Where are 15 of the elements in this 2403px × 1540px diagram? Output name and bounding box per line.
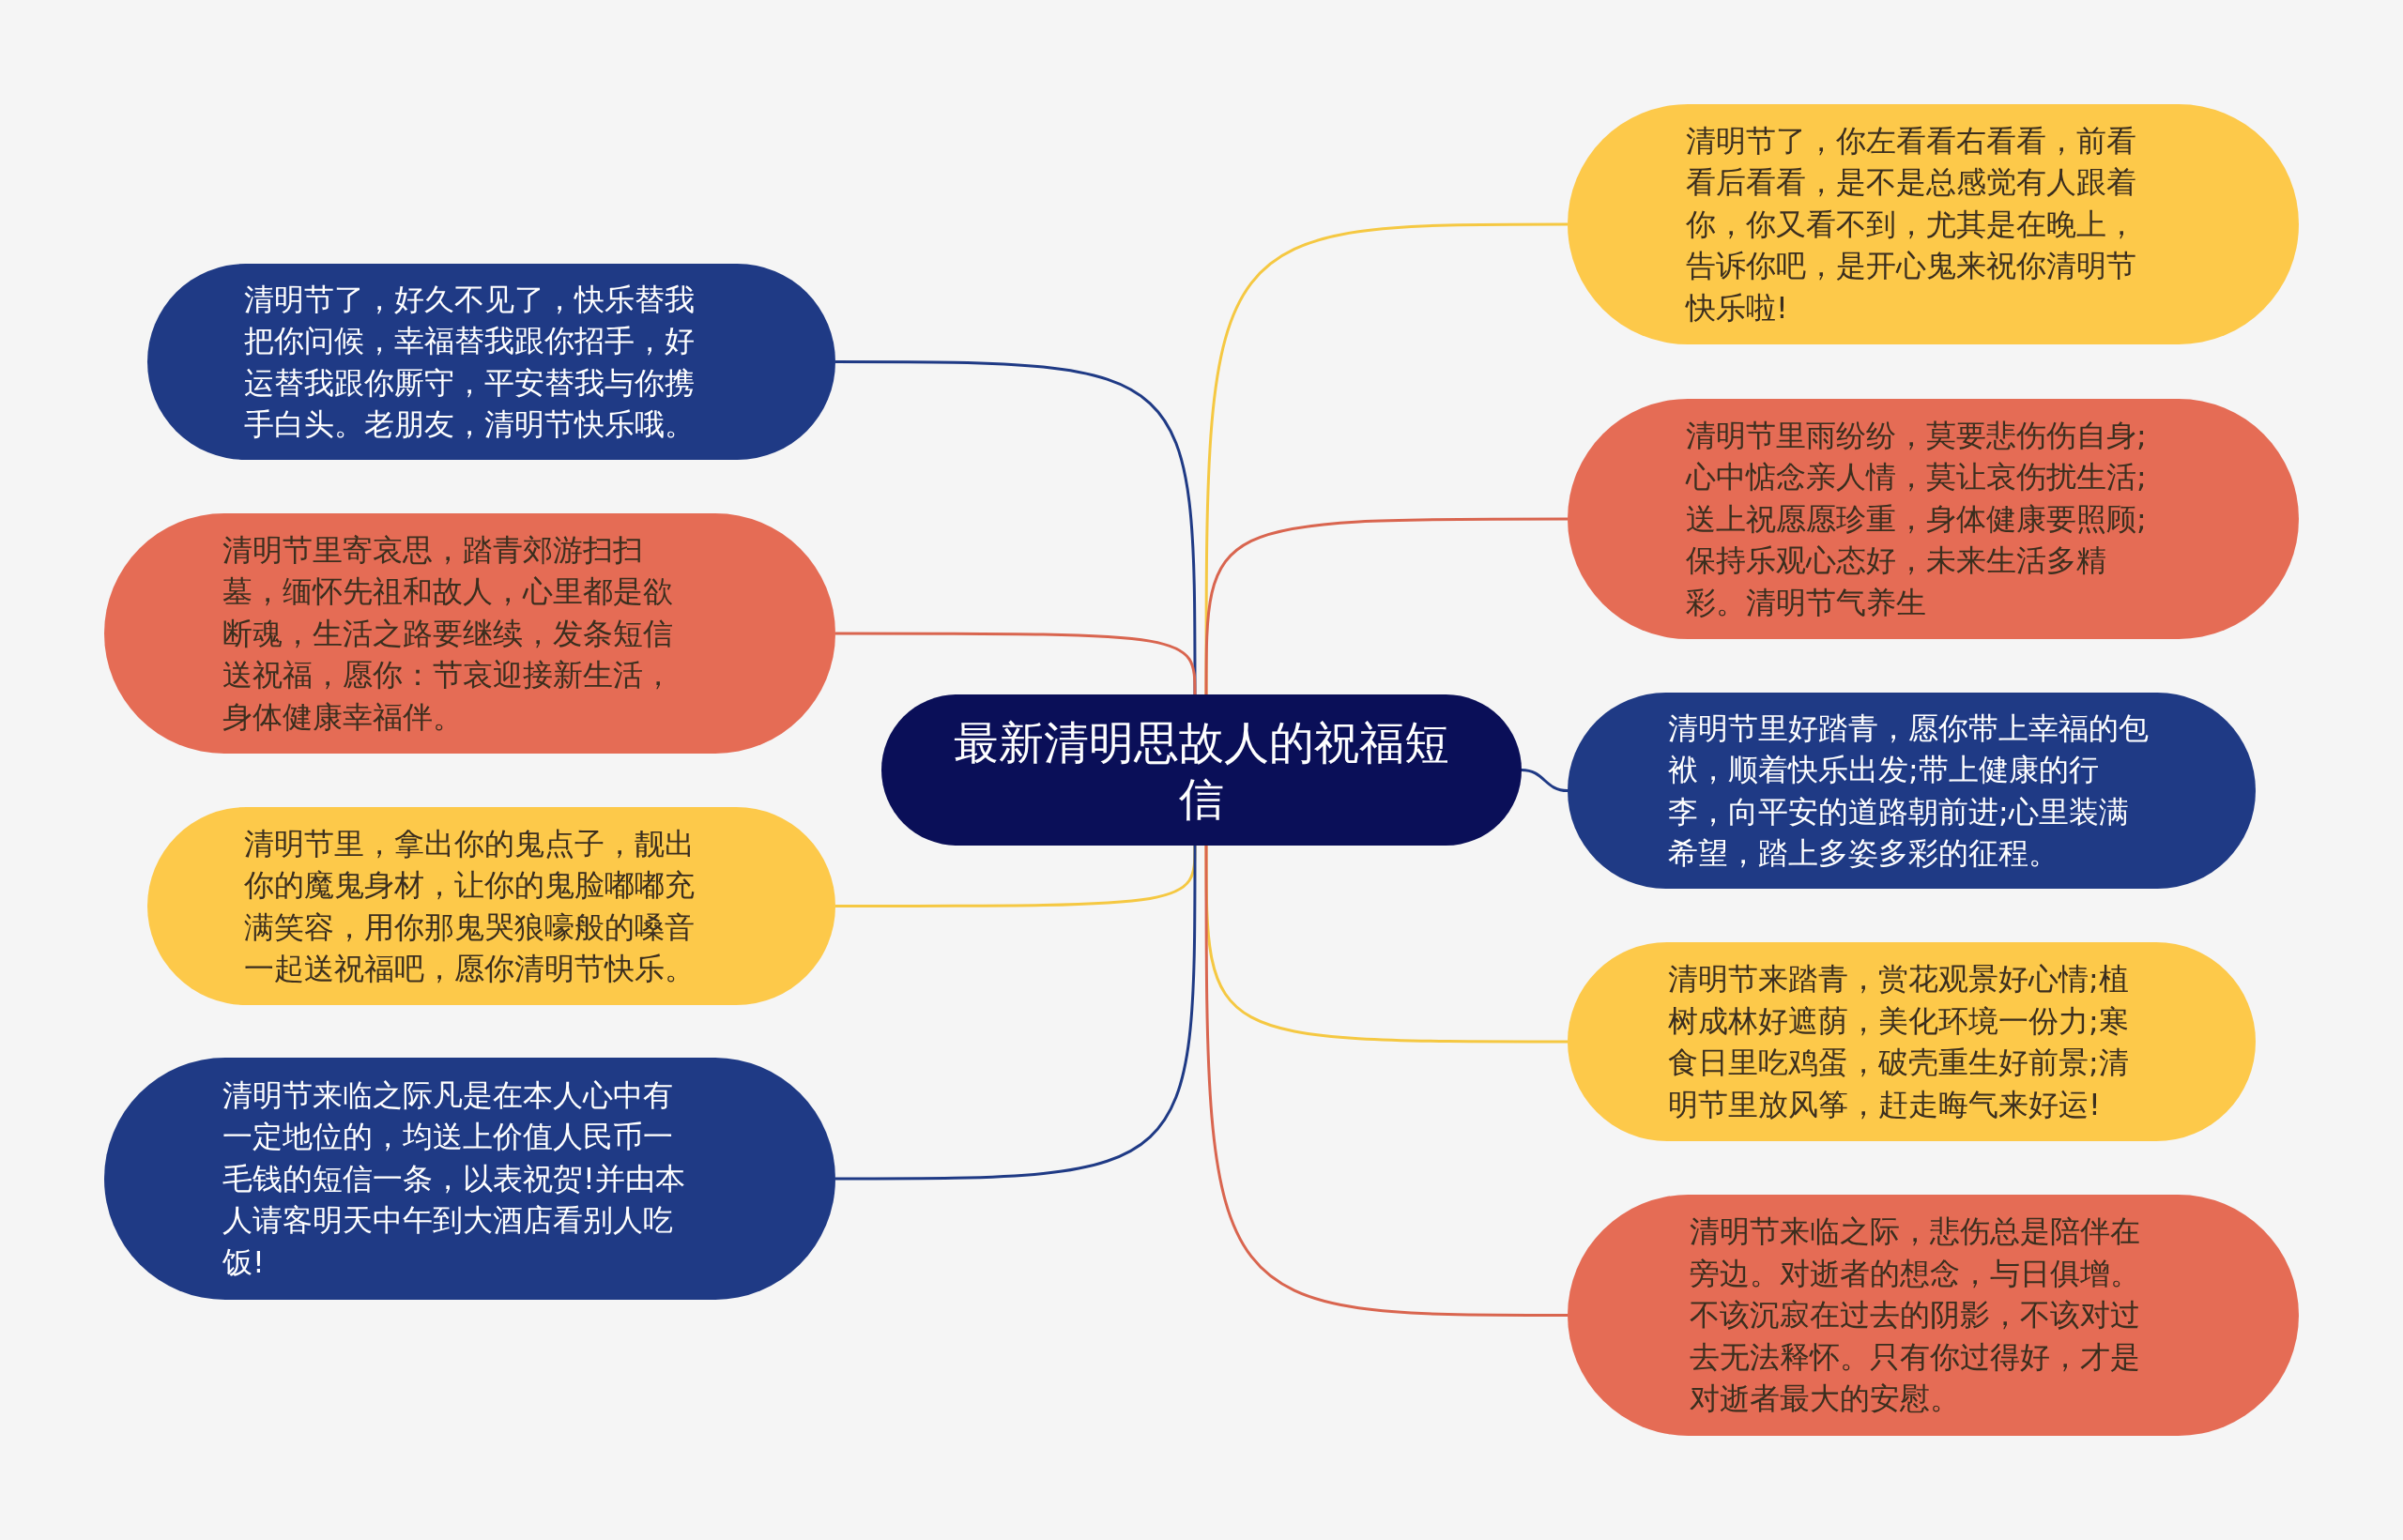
branch-line — [1204, 846, 1568, 1317]
branch-line — [835, 846, 1197, 1181]
message-text: 清明节了，你左看看右看看，前看看后看看，是不是总感觉有人跟着你，你又看不到，尤其是在晚上，告诉你吧，是开心鬼来祝你清明节快乐啦! — [1686, 121, 2137, 328]
message-text: 清明节里好踏青，愿你带上幸福的包袱，顺着快乐出发;带上健康的行李，向平安的道路朝前进;心里装满希望，踏上多姿多彩的征程。 — [1668, 709, 2150, 873]
message-text: 清明节里，拿出你的鬼点子，靓出你的魔鬼身材，让你的鬼脸嘟嘟充满笑容，用你那鬼哭狼嚎般的嗓音一起送祝福吧，愿你清明节快乐。 — [244, 824, 696, 988]
message-text: 清明节来临之际，悲伤总是陪伴在旁边。对逝者的想念，与日俱增。不该沉寂在过去的阴影，不该对过去无法释怀。只有你过得好，才是对逝者最大的安慰。 — [1690, 1212, 2141, 1419]
message-text: 清明节里寄哀思，踏青郊游扫扫墓，缅怀先祖和故人，心里都是欲断魂，生活之路要继续，发条短信送祝福，愿你：节哀迎接新生活，身体健康幸福伴。 — [222, 530, 674, 737]
branch-line — [1521, 769, 1569, 792]
message-text: 清明节里雨纷纷，莫要悲伤伤自身;心中惦念亲人情，莫让哀伤扰生活;送上祝愿愿珍重，身体健康要照顾;保持乐观心态好，未来生活多精彩。清明节气养生 — [1686, 416, 2148, 622]
branch-line — [835, 632, 1197, 695]
branch-line — [1204, 517, 1568, 694]
message-text: 清明节了，好久不见了，快乐替我把你问候，幸福替我跟你招手，好运替我跟你厮守，平安替我与你携手白头。老朋友，清明节快乐哦。 — [244, 280, 696, 444]
message-text: 清明节来临之际凡是在本人心中有一定地位的，均送上价值人民币一毛钱的短信一条，以表祝贺!并由本人请客明天中午到大酒店看别人吃饭! — [222, 1075, 686, 1282]
title-text: 最新清明思故人的祝福短信 — [953, 714, 1450, 827]
message-text: 清明节来踏青，赏花观景好心情;植树成林好遮荫，美化环境一份力;寒食日里吃鸡蛋，破壳重生好前景;清明节里放风筝，赶走晦气来好运! — [1668, 960, 2130, 1124]
